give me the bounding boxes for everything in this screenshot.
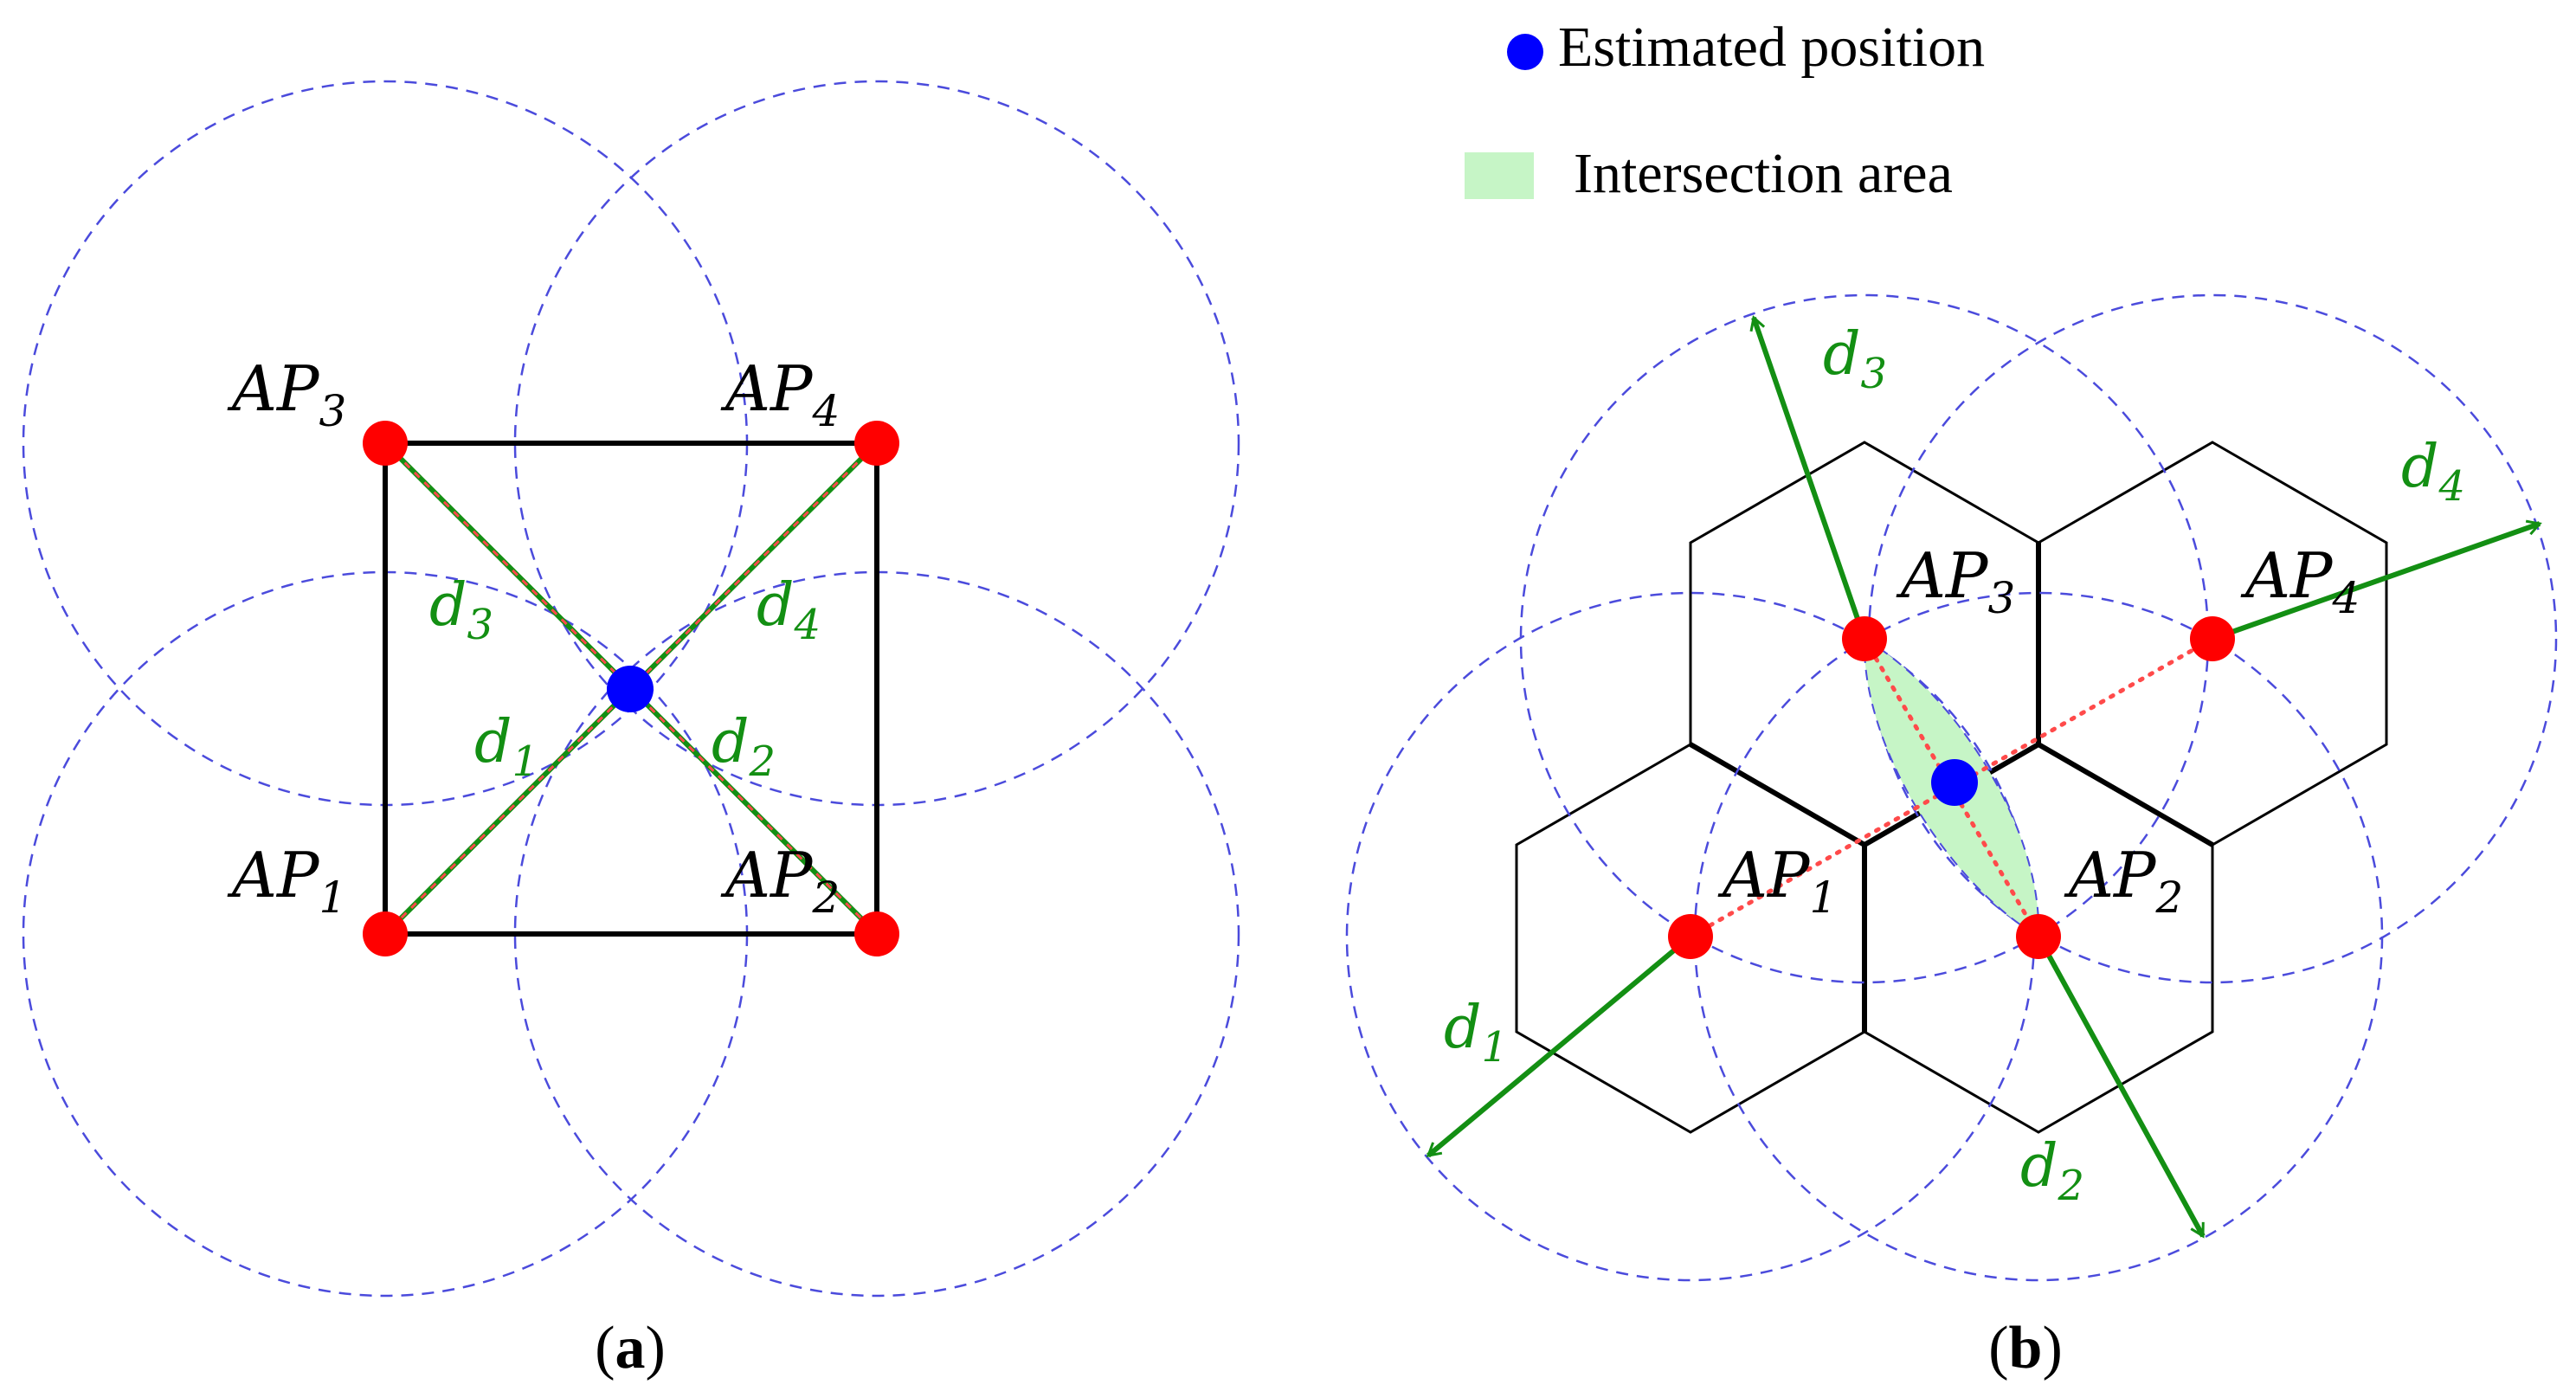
distance-label-d2: d2 xyxy=(2020,1132,2084,1210)
access-point-ap4 xyxy=(2190,616,2235,661)
distance-arrow-d3 xyxy=(1749,315,1867,640)
distance-label-d1: d1 xyxy=(474,708,538,786)
legend-intersection-label: Intersection area xyxy=(1574,142,1953,205)
access-point-ap1 xyxy=(1668,914,1713,959)
legend: Estimated position Intersection area xyxy=(1465,16,1985,205)
estimated-position-marker xyxy=(1931,759,1978,806)
access-point-ap2 xyxy=(2016,914,2061,959)
ap-label-ap3: AP3 xyxy=(227,352,346,436)
ap-label-ap4: AP4 xyxy=(2240,539,2360,623)
legend-estimate-label: Estimated position xyxy=(1558,16,1985,79)
distance-label-d2: d2 xyxy=(712,708,776,786)
distance-label-d4: d4 xyxy=(2401,433,2465,511)
distance-arrow-d2 xyxy=(2036,935,2206,1239)
ap-label-ap1: AP1 xyxy=(227,839,346,923)
distance-label-d4: d4 xyxy=(757,571,821,649)
ap-label-ap1: AP1 xyxy=(1717,839,1837,923)
range-circle-ap4 xyxy=(1867,293,2558,984)
ap-square-outline xyxy=(383,441,879,937)
ap-label-ap2: AP2 xyxy=(720,839,840,923)
panel-b: AP3 AP4 AP1 AP2 d3 d4 d1 d2 (b) xyxy=(1345,293,2558,1381)
legend-intersection-swatch xyxy=(1465,152,1534,199)
range-circle-ap2 xyxy=(1693,591,2384,1282)
shared-edge-3-1 xyxy=(1689,742,1866,847)
panel-b-distance-arrows xyxy=(1426,315,2542,1239)
estimated-position-marker xyxy=(607,666,654,712)
access-point-ap3 xyxy=(1842,616,1887,661)
panel-b-access-points xyxy=(1668,616,2235,959)
access-point-ap2 xyxy=(854,911,899,956)
panel-a-access-points xyxy=(363,421,899,956)
ap-label-ap4: AP4 xyxy=(720,352,840,436)
access-point-ap3 xyxy=(363,421,408,466)
legend-estimate-marker xyxy=(1507,34,1543,70)
ap-label-ap3: AP3 xyxy=(1896,539,2015,623)
ap-label-ap2: AP2 xyxy=(2064,839,2183,923)
dotted-link-ap1-ap4 xyxy=(1688,636,2215,939)
distance-arrow-d1 xyxy=(1426,934,1692,1158)
access-point-ap1 xyxy=(363,911,408,956)
distance-label-d1: d1 xyxy=(1444,994,1508,1072)
distance-label-d3: d3 xyxy=(429,571,493,649)
panel-a: AP3 AP4 AP1 AP2 d3 d4 d1 d2 (a) xyxy=(22,80,1240,1381)
access-point-ap4 xyxy=(854,421,899,466)
distance-arrow-d4 xyxy=(2212,519,2542,641)
distance-label-d3: d3 xyxy=(1823,320,1887,398)
hexagon-shared-edges xyxy=(1689,543,2214,1032)
panel-a-caption: (a) xyxy=(595,1315,666,1381)
panel-b-caption: (b) xyxy=(1988,1315,2063,1381)
shared-edge-4-2 xyxy=(2037,742,2214,847)
